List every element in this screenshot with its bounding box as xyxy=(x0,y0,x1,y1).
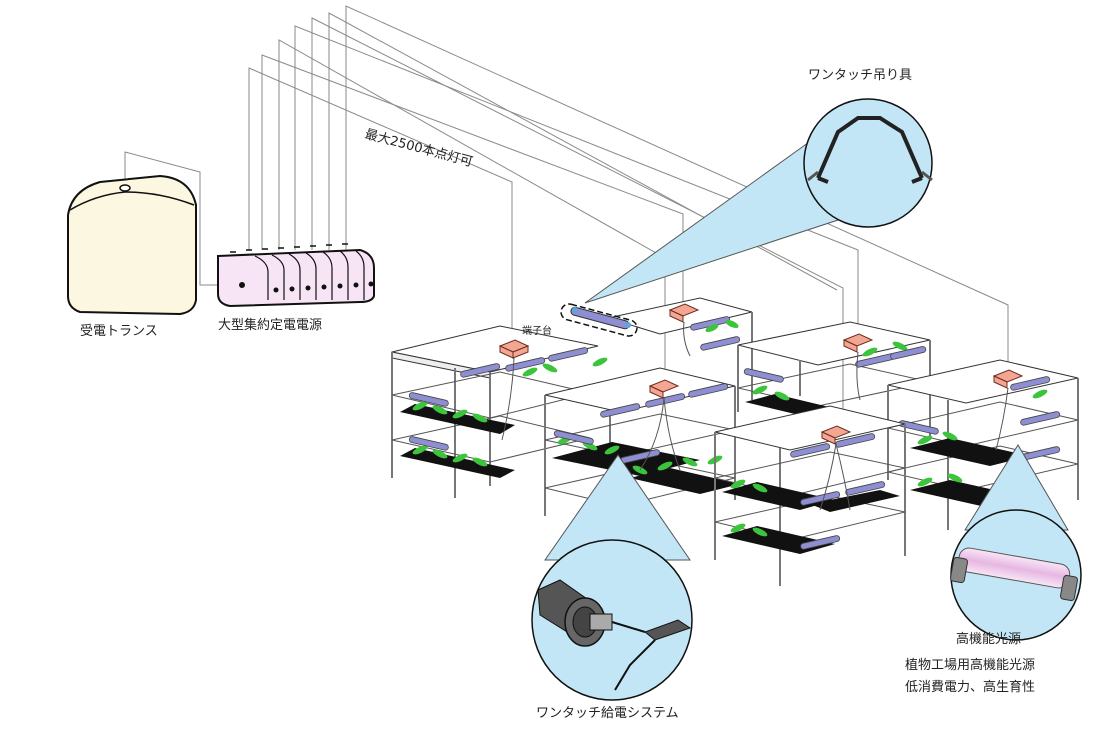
rack-6 xyxy=(714,405,906,586)
light-source-callout xyxy=(949,444,1082,641)
power-system-label: ワンタッチ給電システム xyxy=(536,706,679,721)
power-supply-unit xyxy=(217,243,375,308)
detached-lamp xyxy=(560,303,638,337)
description-line-2: 低消費電力、高生育性 xyxy=(905,680,1036,695)
terminal-block-label: 端子台 xyxy=(522,326,552,337)
hanger-callout xyxy=(584,98,933,304)
hanger-label: ワンタッチ吊り具 xyxy=(808,68,913,83)
rack-1 xyxy=(391,325,608,498)
power-system-callout xyxy=(531,454,693,701)
terminal-blocks xyxy=(498,303,1024,445)
rack-2 xyxy=(544,367,740,534)
description-line-1: 植物工場用高機能光源 xyxy=(905,658,1036,673)
transformer-label: 受電トランス xyxy=(80,324,158,339)
power-wires xyxy=(124,5,1009,428)
light-source-label: 高機能光源 xyxy=(956,632,1022,647)
transformer-box xyxy=(67,174,197,316)
power-supply-label: 大型集約定電電源 xyxy=(218,318,323,333)
